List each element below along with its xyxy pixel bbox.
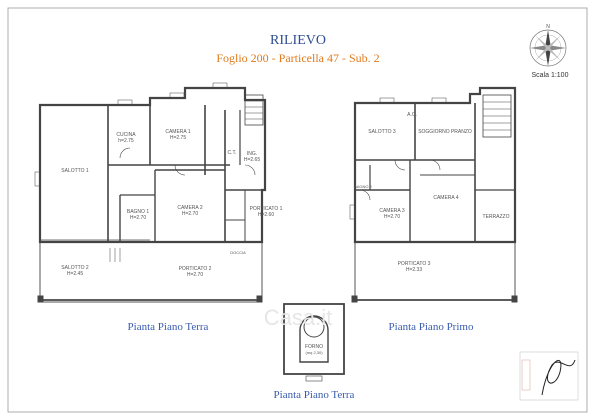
room-label: A.C. bbox=[407, 112, 417, 118]
ground-floor-labels: CUCINA h=2.75 CAMERA 1 H=2.75 SALOTTO 1 … bbox=[61, 129, 282, 278]
room-label: SALOTTO 3 bbox=[368, 129, 396, 135]
room-height: H=2.75 bbox=[170, 135, 186, 141]
first-floor-caption: Pianta Piano Primo bbox=[389, 321, 474, 333]
sheet-subtitle: Foglio 200 - Particella 47 - Sub. 2 bbox=[216, 51, 379, 65]
scale-label: Scala 1:100 bbox=[532, 72, 569, 79]
room-label: PORTICATO 1 bbox=[250, 206, 283, 212]
room-label: CAMERA 2 bbox=[177, 205, 203, 211]
room-label: BAGNO 1 bbox=[127, 209, 149, 215]
room-label: SALOTTO 2 bbox=[61, 265, 89, 271]
room-height: H=2.70 bbox=[182, 211, 198, 217]
room-label: CUCINA bbox=[116, 132, 136, 138]
compass-north-label: N bbox=[546, 24, 550, 30]
room-label: BAGNO 2 bbox=[354, 184, 373, 189]
oven-label: FORNO bbox=[305, 344, 323, 350]
room-label: SALOTTO 1 bbox=[61, 168, 89, 174]
room-label: PORTICATO 3 bbox=[398, 261, 431, 267]
first-floor-plan bbox=[349, 86, 518, 303]
ground-floor-caption: Pianta Piano Terra bbox=[128, 321, 209, 333]
watermark: Casa.it bbox=[264, 305, 332, 330]
room-height: H=2.45 bbox=[67, 271, 83, 277]
room-label: C.T. bbox=[228, 150, 237, 156]
signature-stamp bbox=[519, 351, 579, 401]
room-label: ING. bbox=[247, 151, 257, 157]
room-label: CAMERA 4 bbox=[433, 195, 459, 201]
room-label: SOGGIORNO PRANZO bbox=[418, 129, 472, 135]
room-label: TERRAZZO bbox=[483, 214, 510, 220]
sheet-border bbox=[7, 7, 588, 413]
sheet-title: RILIEVO bbox=[270, 33, 326, 48]
room-height: H=2.60 bbox=[258, 212, 274, 218]
first-floor-labels: A.C. SALOTTO 3 SOGGIORNO PRANZO BAGNO 2 … bbox=[354, 112, 509, 273]
compass-icon: N bbox=[529, 24, 567, 67]
oven-plan bbox=[283, 303, 345, 382]
room-height: H=2.70 bbox=[187, 272, 203, 278]
ground-floor-plan bbox=[34, 82, 267, 303]
room-label: CAMERA 1 bbox=[165, 129, 191, 135]
room-height: h=2.75 bbox=[118, 138, 134, 144]
oven-plan-caption: Pianta Piano Terra bbox=[274, 389, 355, 401]
room-label: CAMERA 3 bbox=[379, 208, 405, 214]
room-height: H=2.70 bbox=[384, 214, 400, 220]
room-label: PORTICATO 2 bbox=[179, 266, 212, 272]
room-height: H=2.33 bbox=[406, 267, 422, 273]
room-height: H=2.70 bbox=[130, 215, 146, 221]
room-height: H=2.65 bbox=[244, 157, 260, 163]
room-label: DOCCIA bbox=[230, 250, 246, 255]
oven-area: (mq 2,30) bbox=[305, 350, 323, 355]
